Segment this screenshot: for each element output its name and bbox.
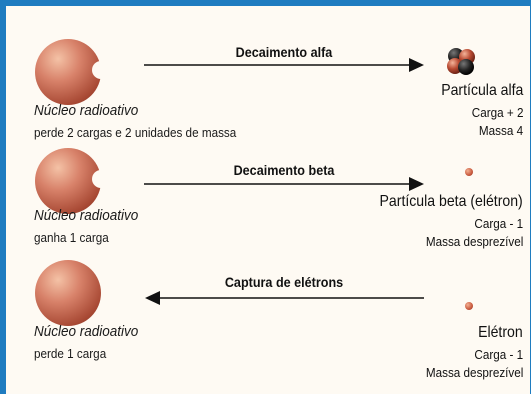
particle-mass: Massa 4 xyxy=(478,123,523,138)
alpha-particle-icon xyxy=(447,48,475,75)
nucleus-description: perde 1 carga xyxy=(34,346,107,361)
nucleus-label: Núcleo radioativo xyxy=(34,207,139,224)
particle-charge: Carga - 1 xyxy=(474,347,523,362)
particle-name: Elétron xyxy=(478,324,523,341)
nucleus-description: perde 2 cargas e 2 unidades de massa xyxy=(34,125,237,140)
electron-dot-icon xyxy=(465,168,473,176)
nucleus-label: Núcleo radioativo xyxy=(34,323,139,340)
particle-name: Partícula alfa xyxy=(440,82,523,99)
nucleus-sphere-icon xyxy=(35,260,101,326)
arrow-left-icon xyxy=(145,291,424,305)
arrow-right-icon xyxy=(144,58,424,72)
nucleus-notch xyxy=(92,61,110,79)
nucleus-description: ganha 1 carga xyxy=(34,230,109,245)
process-label: Decaimento beta xyxy=(233,162,335,178)
nucleus-notch xyxy=(92,170,110,188)
nucleus-sphere-icon xyxy=(35,39,101,105)
arrow-right-icon xyxy=(144,177,424,191)
nucleus-sphere-icon xyxy=(35,148,101,214)
particle-charge: Carga - 1 xyxy=(474,216,523,231)
electron-dot-icon xyxy=(465,302,473,310)
process-label: Decaimento alfa xyxy=(235,44,333,60)
process-label: Captura de elétrons xyxy=(224,274,344,290)
particle-name: Partícula beta (elétron) xyxy=(379,193,523,210)
particle-charge: Carga + 2 xyxy=(471,105,523,120)
particle-mass: Massa desprezível xyxy=(425,365,523,380)
particle-mass: Massa desprezível xyxy=(425,234,523,249)
nucleus-label: Núcleo radioativo xyxy=(34,102,139,119)
